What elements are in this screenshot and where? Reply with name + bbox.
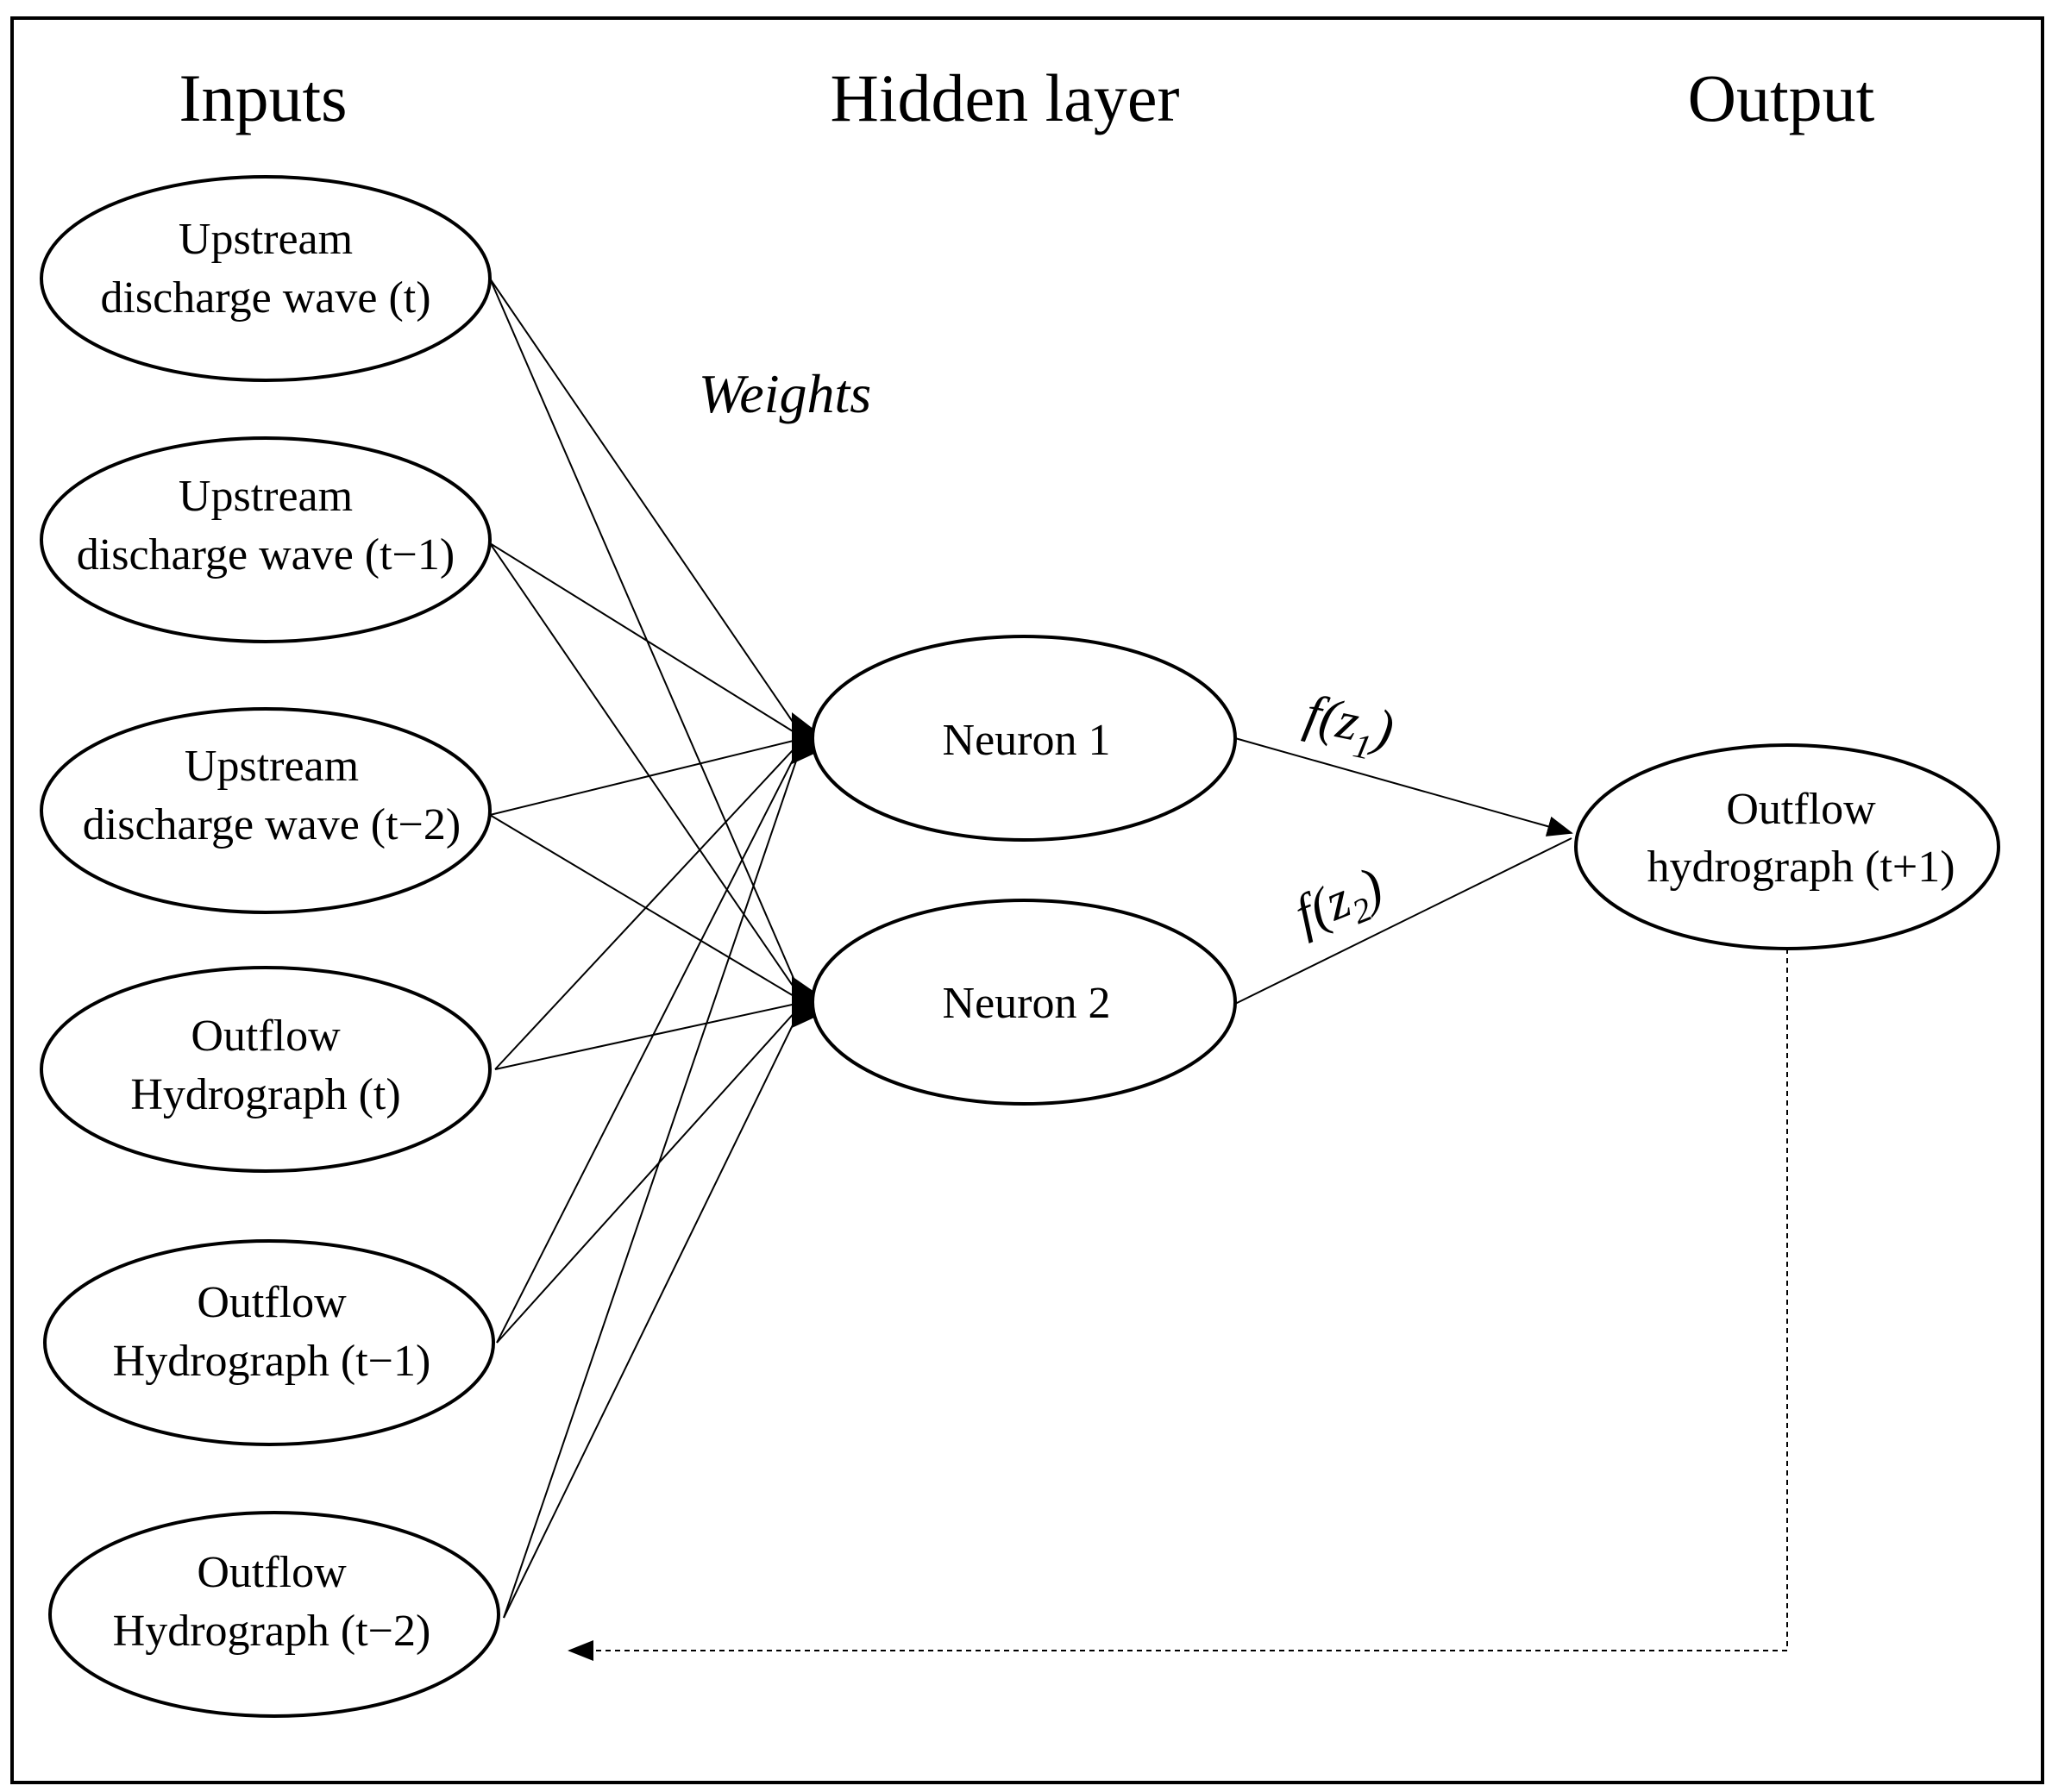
input-node: Upstream discharge wave (t−2)	[40, 707, 492, 914]
input-node-label-line2: discharge wave (t)	[100, 273, 430, 323]
neuron2-to-output-edge	[1234, 837, 1572, 1005]
output-node: Outflow hydrograph (t+1)	[1574, 743, 2000, 950]
input-node-label-line1: Outflow	[197, 1548, 347, 1597]
input-node: Upstream discharge wave (t)	[40, 175, 492, 382]
neuron-label: Neuron 2	[943, 979, 1111, 1028]
input-node: Upstream discharge wave (t−1)	[40, 436, 492, 643]
activation-label-2: f(z2)	[1287, 856, 1394, 951]
heading-inputs: Inputs	[179, 60, 348, 135]
output-label-line1: Outflow	[1726, 785, 1876, 834]
input-node-label-line2: discharge wave (t−2)	[83, 800, 461, 849]
input-5-to-neuron-1-edge	[496, 737, 805, 1344]
input-2-to-neuron-1-edge	[489, 542, 805, 739]
activation-label-1: f(z1)	[1297, 684, 1398, 771]
input-3-to-neuron-1-edge	[489, 737, 805, 816]
input-node-label-line1: Upstream	[179, 472, 353, 521]
heading-hidden-layer: Hidden layer	[830, 60, 1179, 135]
input-node-label-line2: discharge wave (t−1)	[77, 530, 455, 580]
neuron1-to-output-edge	[1234, 737, 1573, 836]
weights-label: Weights	[699, 363, 871, 424]
input-4-to-neuron-1-edge	[494, 737, 805, 1070]
hidden-neuron-2: Neuron 2	[811, 899, 1237, 1106]
input-1-to-neuron-1-edge	[489, 278, 805, 739]
input-node: Outflow Hydrograph (t−1)	[43, 1239, 495, 1446]
neuron1-input-arrow-icon	[792, 712, 814, 764]
input-node-label-line1: Upstream	[185, 742, 359, 791]
input-node: Outflow Hydrograph (t)	[40, 966, 492, 1173]
output-label-line2: hydrograph (t+1)	[1647, 843, 1955, 892]
heading-output: Output	[1688, 60, 1875, 135]
input-node-label-line2: Hydrograph (t)	[130, 1070, 400, 1119]
input-6-to-neuron-1-edge	[503, 737, 805, 1619]
feedback-dashed-line	[568, 949, 1788, 1661]
weight-connections	[489, 278, 805, 1619]
input-node-label-line1: Outflow	[197, 1278, 347, 1327]
neuron2-input-arrow-icon	[792, 976, 814, 1028]
input-2-to-neuron-2-edge	[489, 542, 805, 1003]
input-node: Outflow Hydrograph (t−2)	[48, 1511, 500, 1718]
activation-func-2: f(z	[1287, 870, 1359, 944]
diagram-frame	[10, 16, 2044, 1784]
input-node-label-line2: Hydrograph (t−1)	[113, 1337, 431, 1386]
input-node-label-line1: Outflow	[191, 1012, 341, 1061]
input-3-to-neuron-2-edge	[489, 814, 805, 1003]
input-node-label-line2: Hydrograph (t−2)	[113, 1607, 431, 1656]
hidden-neuron-1: Neuron 1	[811, 635, 1237, 842]
input-6-to-neuron-2-edge	[503, 1001, 805, 1619]
input-node-label-line1: Upstream	[179, 215, 353, 264]
activation-func-1: f(z	[1300, 684, 1365, 752]
neuron-label: Neuron 1	[943, 716, 1111, 765]
input-4-to-neuron-2-edge	[494, 1001, 805, 1070]
input-5-to-neuron-2-edge	[496, 1001, 805, 1344]
